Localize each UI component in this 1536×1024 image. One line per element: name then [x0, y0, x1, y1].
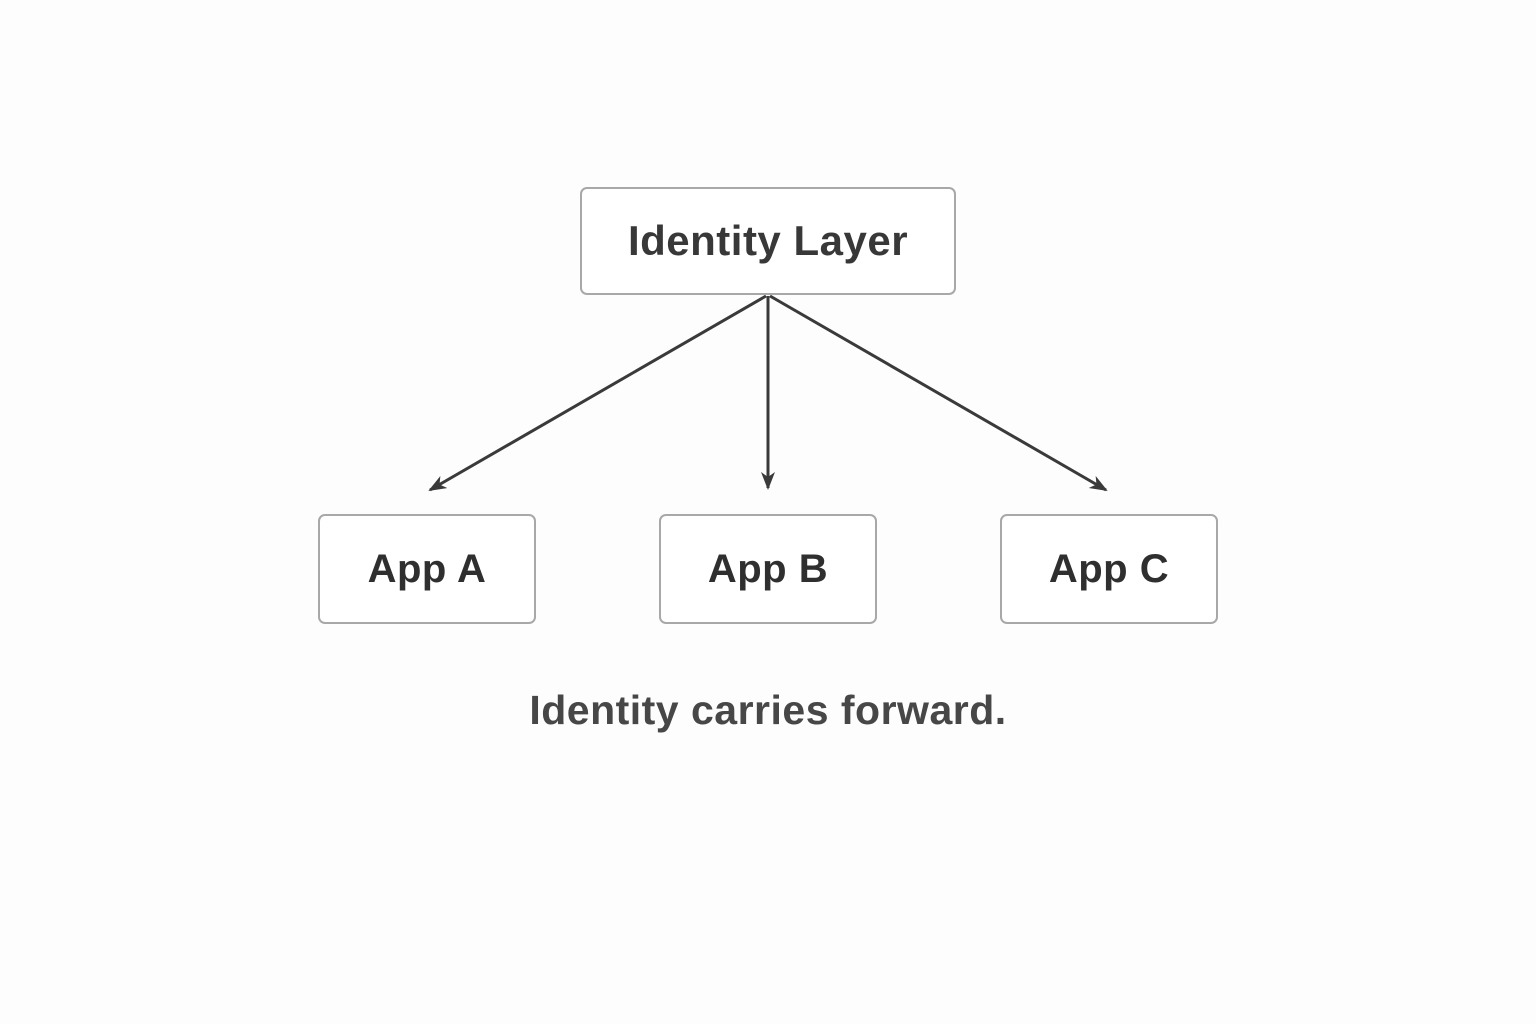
node-identity-layer: Identity Layer [580, 187, 956, 295]
node-app-b-label: App B [707, 546, 829, 591]
node-app-a: App A [318, 514, 536, 624]
node-app-c: App C [1000, 514, 1218, 624]
node-app-b: App B [659, 514, 877, 624]
edge-identity-to-app-a [428, 294, 767, 492]
edge-identity-to-app-c [769, 294, 1108, 492]
diagram-caption: Identity carries forward. [529, 687, 1007, 733]
node-app-a-label: App A [367, 546, 487, 591]
node-identity-layer-label: Identity Layer [627, 217, 909, 264]
node-app-c-label: App C [1048, 546, 1170, 591]
